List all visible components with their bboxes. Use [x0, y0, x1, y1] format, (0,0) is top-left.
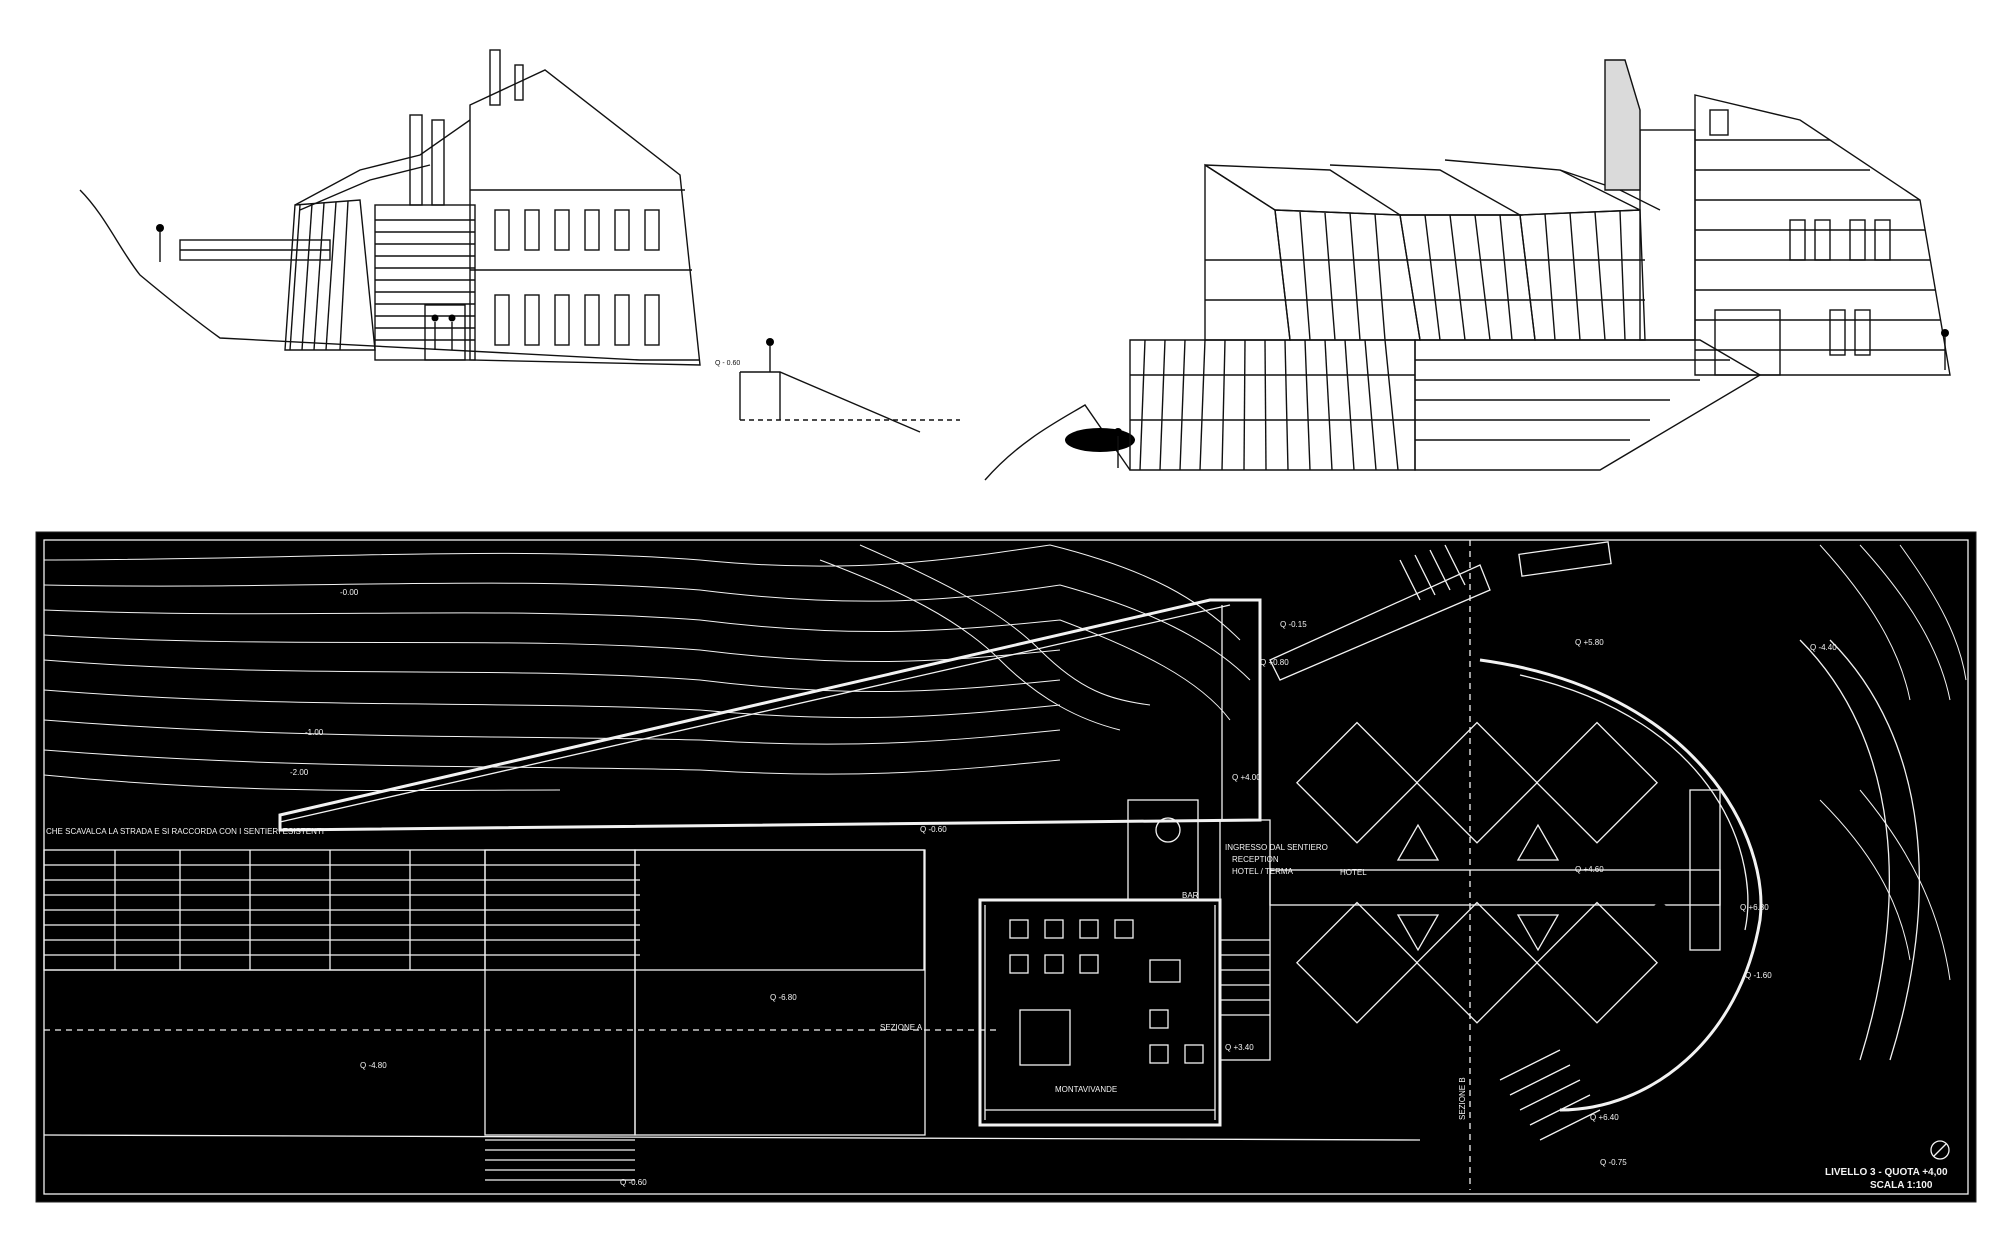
middle-block-siding — [375, 219, 475, 341]
spot-level-4: Q -6.80 — [770, 993, 797, 1002]
terrace-stripes — [44, 850, 640, 970]
left-chimney-top — [489, 49, 501, 106]
contour-label-2: -1.00 — [305, 728, 324, 737]
spot-level-2: Q +5.80 — [1575, 638, 1604, 647]
outer-curve-2 — [1829, 639, 1920, 1061]
spot-level-14: Q -0.75 — [1600, 1158, 1627, 1167]
right-glass-tower — [1639, 129, 1696, 341]
north-arrow-icon — [1930, 1140, 1950, 1160]
plan-scale: SCALA 1:100 — [1870, 1180, 1933, 1191]
spot-level-3: Q -0.60 — [920, 825, 947, 834]
left-terrain-right — [740, 371, 921, 433]
contour-label-1: -0.00 — [340, 588, 359, 597]
left-terrain-line — [79, 189, 700, 361]
restaurant-tables — [1009, 919, 1204, 1066]
spot-level-7: Q -0.15 — [1280, 620, 1307, 629]
spot-level-12: Q -1.60 — [1745, 971, 1772, 980]
lower-steps-diag — [1499, 1049, 1601, 1141]
contour-lines — [43, 544, 1967, 981]
left-level-label: Q - 0.60 — [715, 360, 740, 367]
restaurant-label: MONTAVIVANDE — [1055, 1085, 1117, 1094]
section-a-label: SEZIONE A — [880, 1023, 923, 1032]
top-bench — [1518, 541, 1612, 577]
plan-background — [35, 531, 1977, 1203]
restroom-fixture — [1155, 817, 1181, 843]
spot-level-5: Q -4.80 — [360, 1061, 387, 1070]
right-main-windows — [1709, 109, 1891, 376]
left-roof-line — [294, 119, 471, 206]
entrance-label: INGRESSO DAL SENTIERO — [1225, 843, 1328, 852]
left-wing-stripes — [289, 200, 349, 351]
lower-terrace — [1129, 339, 1416, 471]
reception-label: RECEPTION — [1232, 855, 1279, 864]
right-terrain — [984, 404, 1131, 481]
left-chimney-top-2 — [514, 64, 524, 101]
hotel-rooms-upper — [1295, 721, 1659, 844]
upper-steps — [1399, 544, 1466, 601]
hotel-label: HOTEL — [1340, 868, 1367, 877]
glass-facade — [1204, 163, 1646, 341]
contour-label-3: -2.00 — [290, 768, 309, 777]
plan-note-left: CHE SCAVALCA LA STRADA E SI RACCORDA CON… — [46, 827, 324, 836]
plan-title: LIVELLO 3 - QUOTA +4,00 — [1825, 1167, 1948, 1178]
right-main-volume — [1694, 94, 1951, 376]
spot-level-13: Q -0.60 — [620, 1178, 647, 1187]
bottom-steps — [485, 1139, 635, 1181]
glass-mullions — [1205, 210, 1645, 341]
spot-level-10: Q -4.40 — [1810, 643, 1837, 652]
spot-level-1: Q +4.00 — [1232, 773, 1261, 782]
ramp-edge — [279, 604, 1231, 823]
restaurant-windows — [984, 905, 1216, 1120]
human-figures — [156, 224, 774, 372]
main-tower-windows — [424, 189, 692, 361]
hotel-rooms-lower — [1295, 901, 1659, 1024]
lower-platform — [634, 849, 926, 1136]
access-ramp — [278, 598, 1262, 832]
hotel-bathrooms — [1396, 803, 1672, 952]
hotel-end-block — [1689, 789, 1721, 951]
spot-level-6: Q +3.40 — [1225, 1043, 1254, 1052]
site-plan: CHE SCAVALCA LA STRADA E SI RACCORDA CON… — [43, 539, 1969, 1195]
right-main-siding — [1695, 139, 1945, 351]
lower-terrace-posts — [1130, 339, 1415, 471]
hotel-terma-label: HOTEL / TERMA — [1232, 867, 1294, 876]
spot-level-8: Q +0.80 — [1260, 658, 1289, 667]
section-b-label: SEZIONE B — [1458, 1077, 1467, 1120]
spot-level-9: Q +6.80 — [1740, 903, 1769, 912]
spot-level-11: Q +4.60 — [1575, 865, 1604, 874]
restaurant-service-wing — [1127, 799, 1199, 901]
terrain-ellipse — [1065, 428, 1135, 452]
sawtooth-roofs — [1204, 159, 1661, 216]
right-figures — [1114, 329, 1949, 468]
right-chimney — [1604, 59, 1641, 191]
outer-curve — [1799, 639, 1890, 1061]
stair-ramp — [1414, 339, 1762, 471]
stair-treads — [1220, 939, 1270, 1016]
curved-terrace-edge — [1479, 658, 1763, 1112]
curved-inner-edge — [1519, 674, 1749, 931]
north-arrow-needle — [1933, 1143, 1947, 1157]
right-elevation — [984, 59, 1951, 481]
lower-road-edge — [43, 1134, 1421, 1141]
upper-access-path — [1269, 564, 1491, 681]
bar-label: BAR — [1182, 891, 1199, 900]
left-elevation: Q - 0.60 — [79, 49, 960, 433]
left-chimney-1 — [409, 114, 423, 206]
left-chimney-2 — [431, 119, 445, 206]
spot-level-15: Q +6.40 — [1590, 1113, 1619, 1122]
